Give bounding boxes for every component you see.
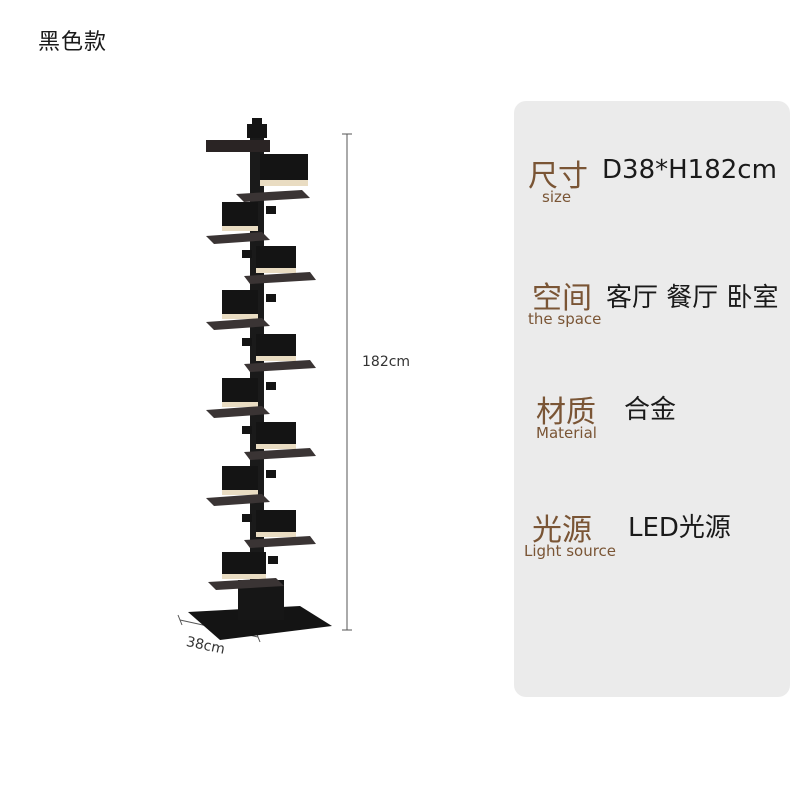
floor-lamp-illustration [177,118,352,643]
variant-title: 黑色款 [38,30,108,55]
spec-panel: 尺寸 size D38*H182cm 空间 the space 客厅 餐厅 卧室… [514,101,790,697]
spec-value: 合金 [624,395,677,425]
spec-value: 客厅 餐厅 卧室 [606,283,779,313]
spec-label-en: Material [536,424,597,442]
lamp-tiers [206,140,316,590]
spec-value: D38*H182cm [602,155,777,185]
spec-label-en: size [542,188,572,206]
spec-label-en: the space [528,310,602,328]
spec-value: LED光源 [628,513,731,543]
spec-label-cn: 尺寸 [528,159,588,194]
spec-label-cn: 空间 [532,281,592,316]
spec-label-cn: 光源 [532,513,592,548]
spec-label-en: Light source [524,542,617,560]
spec-label-cn: 材质 [536,395,596,430]
lamp-base [188,606,332,640]
product-image-area: 182cm 38cm [150,110,450,670]
height-dimension-label: 182cm [362,354,411,370]
